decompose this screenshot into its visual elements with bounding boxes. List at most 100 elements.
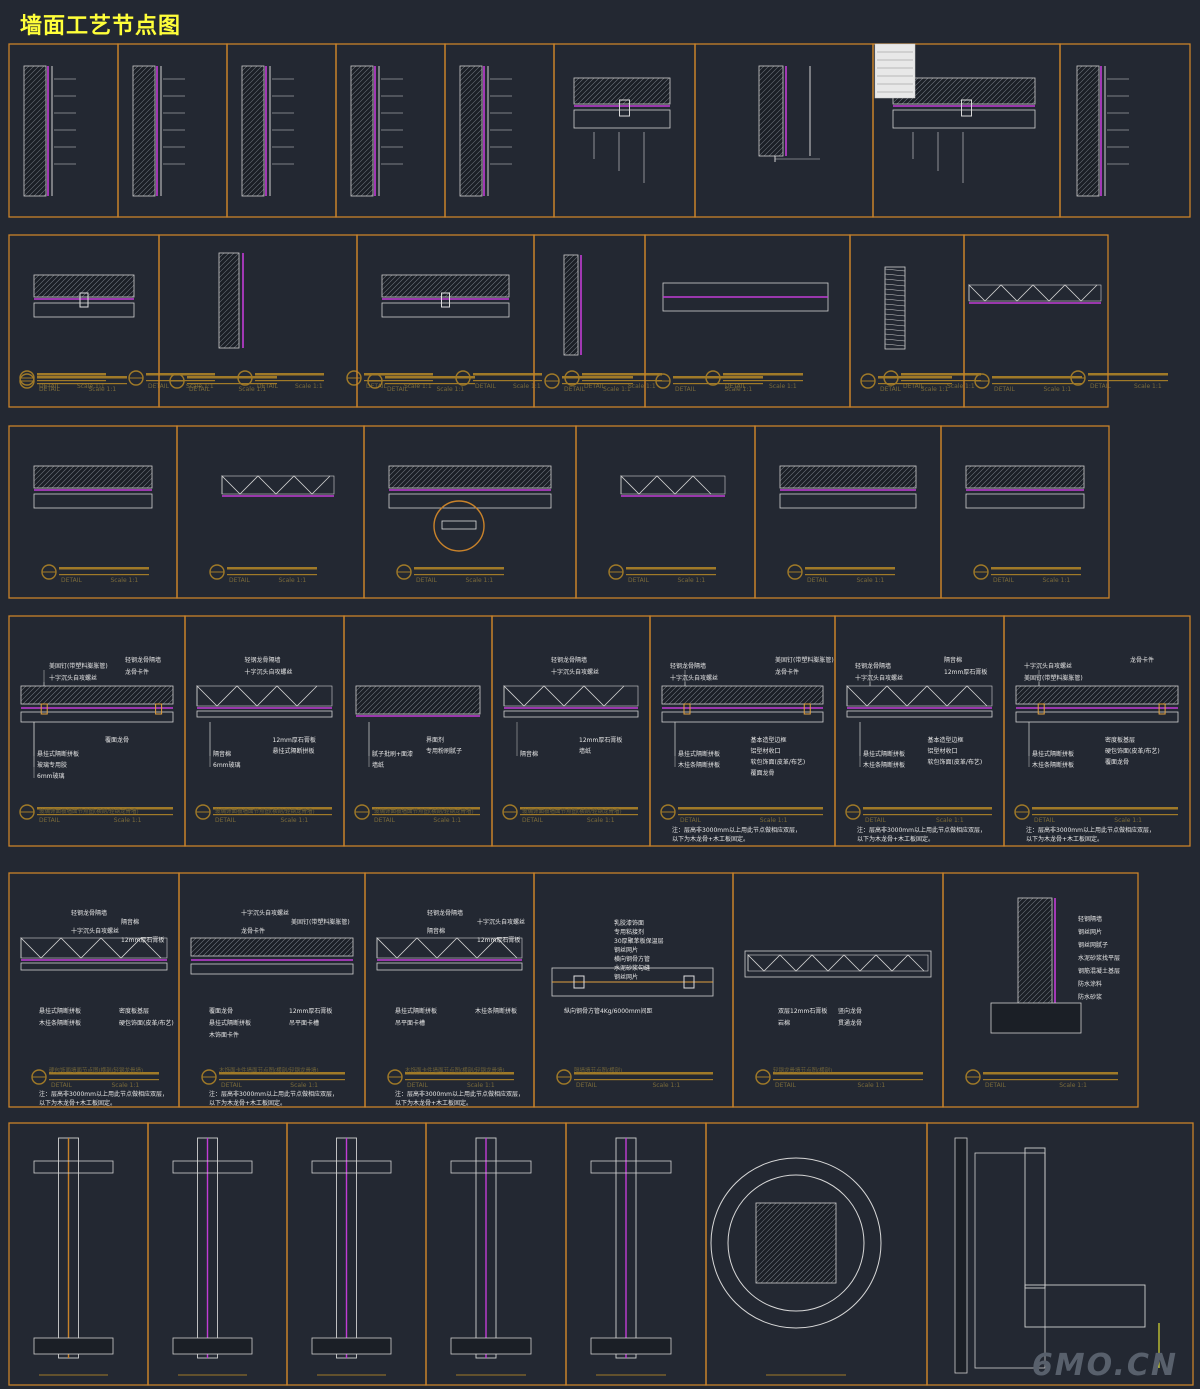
title-underline <box>991 567 1081 570</box>
title-underline <box>405 1072 514 1075</box>
title-underline <box>473 380 542 382</box>
title-underline <box>227 574 317 576</box>
title-underline <box>372 814 480 816</box>
caption-text: 隔墙墙节点图(横剖) <box>574 1066 622 1074</box>
panel-section <box>376 962 523 971</box>
scale-label: Scale 1:1 <box>769 383 797 390</box>
detail-panel: DETAIL Scale 1:1 <box>8 43 119 390</box>
column-outer-circle <box>710 1157 882 1329</box>
panel-frame <box>533 872 734 1108</box>
panel-frame <box>942 872 1139 1108</box>
clip-profile <box>79 292 89 308</box>
callout-text: 界面剂 <box>426 736 444 744</box>
note-text: 以下为木龙骨+木工板固定。 <box>857 835 934 843</box>
callout-text: 覆面龙骨 <box>751 769 775 777</box>
detail-panel <box>425 1122 567 1386</box>
title-underline <box>805 574 895 576</box>
panel-section <box>573 109 671 129</box>
title-underline <box>1088 373 1168 376</box>
wall-outline <box>388 465 552 489</box>
panel-section <box>190 963 354 975</box>
title-underline <box>863 807 992 810</box>
callout-text: 12mm厚石膏板 <box>121 936 164 944</box>
wall-outline <box>23 65 47 197</box>
clip-profile <box>619 99 630 117</box>
insulation-zigzag <box>221 475 331 495</box>
wall-outline <box>218 252 240 349</box>
callout-text: 轻钢龙骨隔墙 <box>71 909 107 917</box>
scale-label: Scale 1:1 <box>587 817 615 824</box>
detail-label: DETAIL <box>564 386 585 393</box>
detail-label: DETAIL <box>39 817 60 824</box>
scale-label: Scale 1:1 <box>77 383 105 390</box>
title-underline <box>414 567 504 570</box>
concrete-hatch <box>780 466 916 488</box>
panel-frame <box>8 425 178 599</box>
callout-text: 双层12mm石膏板 <box>778 1007 827 1015</box>
panel-frame <box>1003 615 1191 847</box>
title-underline <box>673 376 763 379</box>
callout-text: 十字沉头自攻螺丝 <box>670 674 718 682</box>
concrete-hatch <box>356 686 480 714</box>
detail-label: DETAIL <box>51 1082 72 1089</box>
note-text: 注：层高非3000mm以上用此节点做相应双层， <box>1026 826 1155 834</box>
callout-text: 轻钢龙骨隔墙 <box>670 662 706 670</box>
callout-text: 12mm厚石膏板 <box>579 736 622 744</box>
callout-text: 防水涂料 <box>1078 980 1102 988</box>
callout-text: 悬挂式隔断拼板 <box>37 750 79 758</box>
callout-text: 钢丝网腻子 <box>1078 941 1108 949</box>
callout-text: 12mm厚石膏板 <box>273 736 316 744</box>
callout-text: 吊平面卡槽 <box>289 1019 319 1027</box>
title-underline <box>863 814 992 816</box>
insulation-zigzag <box>503 685 625 707</box>
detail-label: DETAIL <box>366 383 387 390</box>
title-underline <box>520 807 638 810</box>
scale-label: Scale 1:1 <box>112 1082 140 1089</box>
concrete-hatch <box>389 466 551 488</box>
wall-outline <box>755 1202 837 1284</box>
insulation-zigzag <box>968 284 1098 302</box>
detail-label: DETAIL <box>61 577 82 584</box>
wall-outline <box>132 65 156 197</box>
callout-text: 木挂条隔断拼板 <box>678 761 720 769</box>
title-underline <box>1032 807 1178 810</box>
title-underline <box>723 380 803 382</box>
detail-panel <box>286 1122 427 1386</box>
detail-panel: 乳胶漆饰面专用粘接剂30厚聚苯板保温层钢丝网片横向钢骨方管水泥砂浆勾缝钢丝网片纵… <box>533 872 734 1108</box>
callout-text: 12mm厚石膏板 <box>944 668 987 676</box>
concrete-hatch <box>242 66 264 196</box>
insulation-hatch <box>884 323 906 327</box>
cabinet-frame <box>974 1152 1046 1369</box>
detail-label: DETAIL <box>880 386 901 393</box>
callout-text: 覆面龙骨 <box>209 1007 233 1015</box>
scale-label: Scale 1:1 <box>678 577 706 584</box>
insulation-hatch <box>884 293 906 297</box>
floor-slab <box>311 1337 392 1355</box>
callout-text: 竖向龙骨 <box>838 1007 862 1015</box>
insulation-zigzag <box>196 685 318 707</box>
wall-outline <box>563 254 579 356</box>
insulation-hatch <box>884 313 906 317</box>
title-underline <box>37 380 106 382</box>
detail-label: DETAIL <box>39 383 60 390</box>
callout-text: 轻钢龙骨隔墙 <box>427 909 463 917</box>
title-underline <box>901 373 981 376</box>
panel-section <box>381 302 510 318</box>
detail-label: DETAIL <box>215 817 236 824</box>
scale-label: Scale 1:1 <box>1059 1082 1087 1089</box>
wall-section <box>954 1137 968 1374</box>
detail-label: DETAIL <box>584 383 605 390</box>
panel-section <box>779 493 917 509</box>
title-underline <box>219 1079 345 1081</box>
wall-outline <box>1076 65 1100 197</box>
scale-label: Scale 1:1 <box>1044 386 1072 393</box>
insulation-bounds <box>20 937 168 959</box>
callout-text: 轻钢隔墙 <box>1078 915 1102 923</box>
callout-text: 吊平面卡槽 <box>395 1019 425 1027</box>
